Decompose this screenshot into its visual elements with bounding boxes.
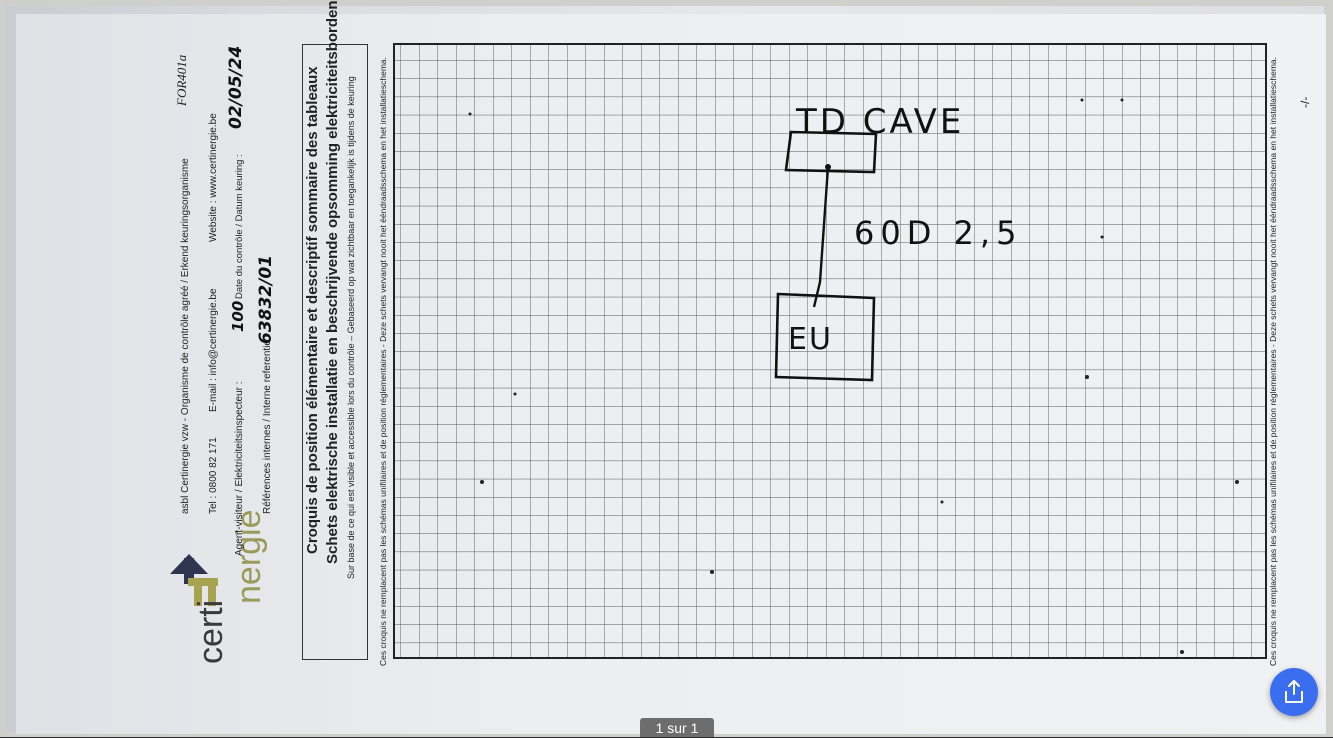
- form-code: FOR401a: [174, 54, 189, 106]
- logo-mark-icon: [170, 554, 218, 606]
- paper-sheet: FOR401a certi nergie asbl Certinergie vz…: [16, 0, 1326, 734]
- ref-label: Références internes / Interne referentie…: [262, 334, 273, 514]
- share-button[interactable]: [1270, 668, 1318, 716]
- tel-line: Tel : 0800 82 171: [208, 437, 219, 514]
- logo-certi-text: certi: [192, 599, 230, 664]
- email-line: E-mail : info@certinergie.be: [208, 288, 219, 412]
- scanned-photo: FOR401a certi nergie asbl Certinergie vz…: [6, 0, 1326, 734]
- label-cable: 60D 2,5: [854, 214, 1023, 252]
- footer-text-left: Ces croquis ne remplacent pas les schéma…: [378, 56, 388, 666]
- title-fr: Croquis de position élémentaire et descr…: [304, 66, 321, 554]
- date-label: Date du contrôle / Datum keuring :: [234, 154, 245, 299]
- org-line: asbl Certinergie vzw - Organisme de cont…: [180, 158, 191, 514]
- grid-svg: [393, 43, 1267, 659]
- sketch-grid: [382, 42, 1282, 664]
- title-nl: Schets elektrische installatie en beschr…: [324, 0, 341, 564]
- title-box: [302, 44, 368, 660]
- website-line: Website : www.certinergie.be: [208, 113, 219, 242]
- label-td-cave: TD CAVE: [796, 102, 965, 142]
- label-eu: EU: [788, 322, 833, 357]
- page-mark: -/-: [1298, 96, 1312, 108]
- date-value: 02/05/24: [226, 45, 246, 129]
- footer-text-right: Ces croquis ne remplacent pas les schéma…: [1268, 56, 1278, 666]
- agent-label: Agent-visiteur / Elektriciteitsinspecteu…: [234, 381, 245, 556]
- ref-value: 63832/01: [256, 254, 276, 344]
- agent-value: 100: [229, 300, 247, 332]
- page-indicator: 1 sur 1: [640, 718, 714, 737]
- sketch-drawing: [774, 130, 878, 382]
- share-upload-icon: [1285, 680, 1303, 703]
- title-subtitle: Sur base de ce qui est visible et access…: [346, 76, 356, 579]
